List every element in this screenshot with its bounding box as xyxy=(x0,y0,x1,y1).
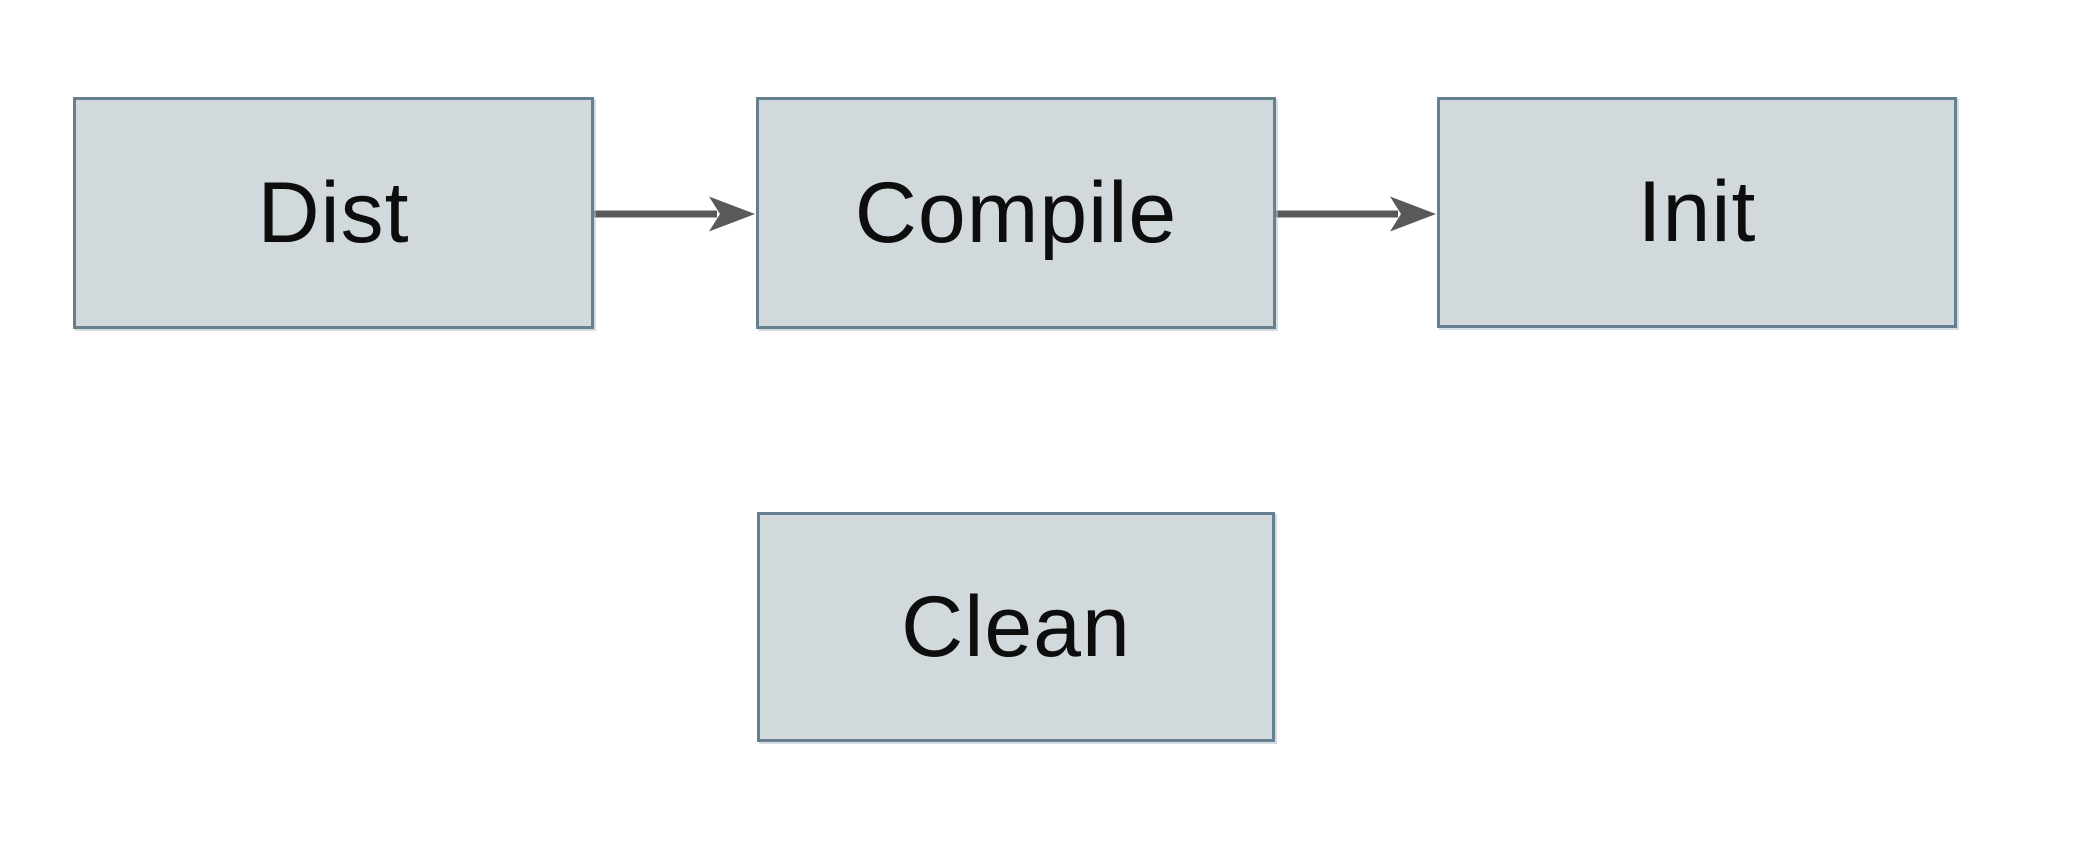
node-dist-label: Dist xyxy=(257,164,410,261)
connector-dist-to-compile xyxy=(594,196,755,232)
node-init-label: Init xyxy=(1637,164,1757,260)
node-clean-label: Clean xyxy=(901,578,1131,675)
node-clean[interactable]: Clean xyxy=(757,512,1275,742)
node-compile[interactable]: Compile xyxy=(756,97,1276,329)
node-compile-label: Compile xyxy=(854,164,1178,261)
connector-compile-to-init xyxy=(1276,196,1436,232)
node-dist[interactable]: Dist xyxy=(73,97,594,329)
node-init[interactable]: Init xyxy=(1437,97,1957,328)
